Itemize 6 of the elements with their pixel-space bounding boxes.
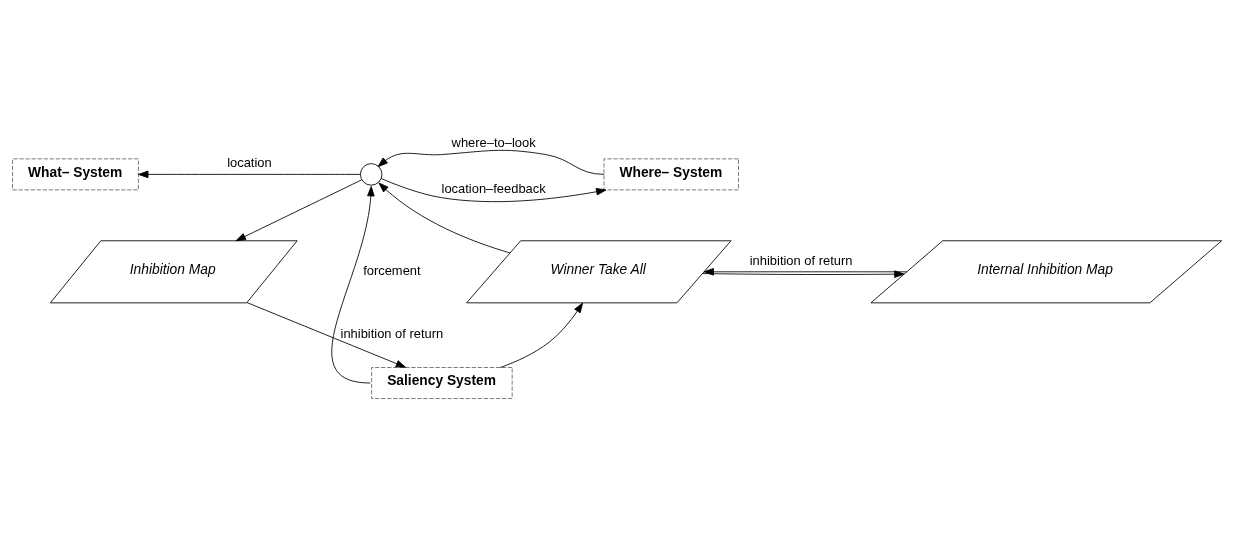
edge-label: where–to–look	[451, 134, 536, 150]
edge-label: forcement	[363, 262, 421, 278]
edge-label: inhibition of return	[340, 326, 444, 342]
edge-label: location–feedback	[441, 181, 546, 197]
edge-label: inhibition of return	[749, 252, 853, 268]
edge-label: location	[227, 155, 272, 171]
